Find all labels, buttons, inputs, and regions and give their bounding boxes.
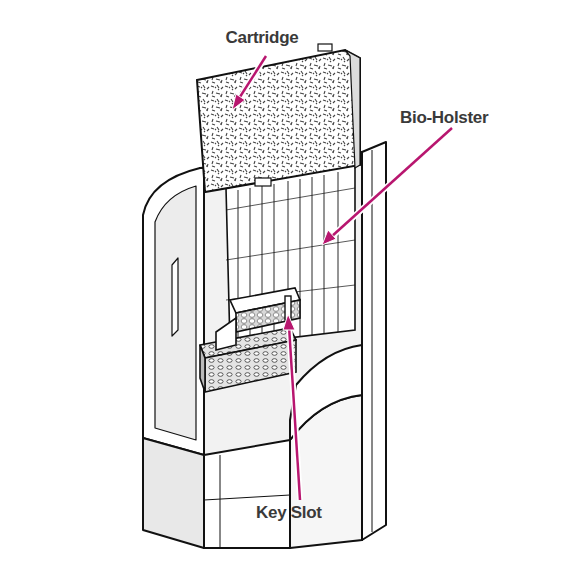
part-label: Bio-Holster	[400, 108, 488, 128]
cartridge	[197, 44, 360, 192]
bottom-tray	[200, 288, 300, 392]
part-label: Cartridge	[226, 28, 299, 48]
bio-holster	[226, 165, 355, 345]
part-label: Key Slot	[256, 503, 322, 523]
housing	[143, 142, 386, 548]
